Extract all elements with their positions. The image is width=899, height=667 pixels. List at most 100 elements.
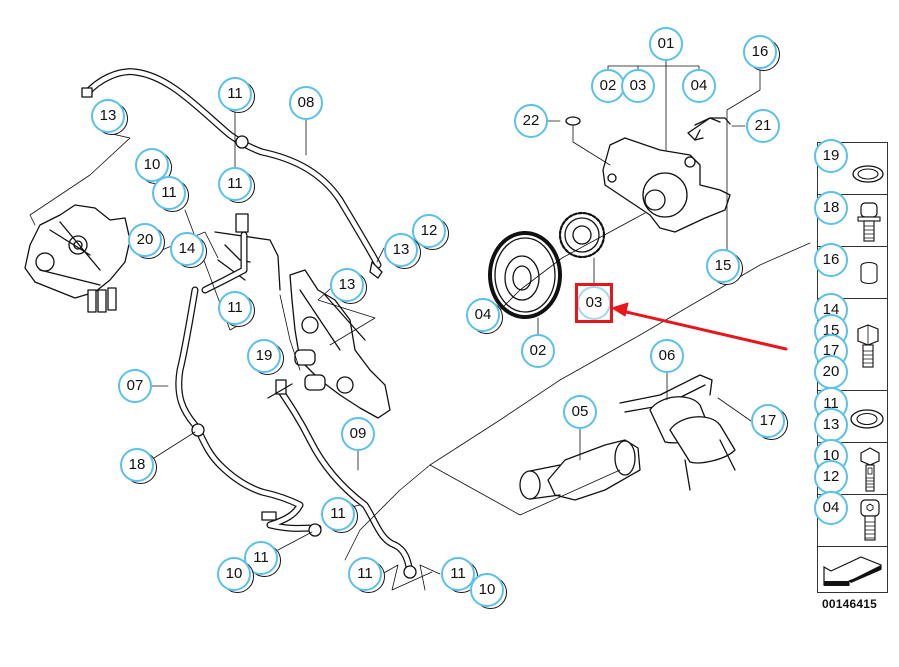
- callout-ring: [247, 339, 281, 373]
- callout-part-02[interactable]: 02: [521, 334, 555, 368]
- legend-callout-12[interactable]: 12: [814, 460, 848, 494]
- callout-number: 16: [751, 43, 769, 60]
- callout-part-13[interactable]: 13: [384, 233, 421, 269]
- callout-part-17[interactable]: 17: [751, 404, 788, 440]
- callout-ring: [650, 339, 684, 373]
- callout-ring: [814, 139, 848, 173]
- legend-row-sealing-ring: [818, 391, 887, 443]
- callout-number: 13: [338, 276, 356, 293]
- vacuum-pump-body: [289, 269, 391, 419]
- callout-number: 04: [822, 499, 840, 516]
- washer-22: [565, 116, 581, 126]
- callout-part-04[interactable]: 04: [682, 69, 716, 103]
- socket-screw-icon: [857, 202, 881, 242]
- callout-part-10[interactable]: 10: [217, 557, 254, 593]
- callout-ring: [814, 491, 848, 525]
- hollow-bolt-icon: [860, 447, 880, 492]
- callout-number: 04: [690, 77, 708, 94]
- bracket-06: [619, 374, 736, 491]
- callout-ring: [348, 557, 382, 591]
- callout-part-07[interactable]: 07: [118, 369, 152, 403]
- callout-number: 11: [823, 395, 839, 412]
- callout-number: 07: [126, 377, 144, 394]
- callout-number: 09: [349, 425, 367, 442]
- callout-part-03[interactable]: 03: [575, 283, 613, 323]
- callout-number: 13: [99, 107, 117, 124]
- callout-part-12[interactable]: 12: [412, 214, 449, 250]
- callout-part-11[interactable]: 11: [348, 557, 385, 593]
- callout-part-01[interactable]: 01: [649, 27, 683, 61]
- legend-callout-20[interactable]: 20: [814, 354, 848, 389]
- legend-row-direction: [818, 547, 887, 593]
- sealing-ring-icon: [850, 409, 884, 429]
- callout-part-08[interactable]: 08: [289, 86, 323, 120]
- callout-part-19[interactable]: 19: [247, 339, 284, 375]
- legend-callout-04[interactable]: 04: [814, 491, 848, 525]
- legend-callout-16[interactable]: 16: [814, 243, 848, 277]
- callout-number: 13: [822, 416, 840, 433]
- callout-ring: [244, 541, 278, 575]
- legend-row-sleeve: [818, 247, 887, 299]
- callout-part-11[interactable]: 11: [218, 167, 255, 203]
- callout-part-22[interactable]: 22: [514, 104, 548, 138]
- callout-part-06[interactable]: 06: [650, 339, 684, 373]
- callout-part-11[interactable]: 11: [152, 176, 189, 212]
- callout-ring: [563, 395, 597, 429]
- callout-number: 04: [474, 306, 492, 323]
- callout-number: 16: [822, 251, 840, 268]
- callout-ring: [814, 243, 848, 277]
- pump-bracket-01: [602, 117, 731, 233]
- callout-part-13[interactable]: 13: [330, 268, 367, 304]
- callout-part-09[interactable]: 09: [341, 417, 375, 451]
- callout-ring: [682, 69, 716, 103]
- callout-part-15[interactable]: 15: [706, 249, 743, 285]
- callout-ring: [521, 334, 555, 368]
- callout-number: 11: [357, 565, 373, 582]
- callout-ring: [706, 249, 740, 283]
- callout-ring: [470, 573, 504, 607]
- callout-ring: [330, 268, 364, 302]
- legend-row-o-ring: [818, 143, 887, 195]
- callout-number: 11: [227, 299, 243, 316]
- callout-ring: [814, 191, 848, 225]
- callout-ring: [591, 69, 625, 103]
- legend-row-hex-bolt: [818, 299, 887, 391]
- legend-callout-19[interactable]: 19: [814, 139, 848, 173]
- callout-ring: [217, 557, 251, 591]
- callout-ring: [218, 77, 252, 111]
- callout-number: 19: [822, 147, 840, 164]
- legend-row-socket-screw-washer: [818, 195, 887, 247]
- callout-number: 10: [478, 581, 496, 598]
- callout-part-20[interactable]: 20: [128, 223, 165, 259]
- callout-part-03[interactable]: 03: [621, 69, 655, 103]
- callout-part-21[interactable]: 21: [746, 109, 780, 143]
- callout-part-11[interactable]: 11: [218, 291, 255, 327]
- callout-number: 11: [330, 505, 346, 522]
- callout-ring: [128, 223, 162, 257]
- callout-ring: [218, 167, 252, 201]
- callout-part-11[interactable]: 11: [321, 497, 358, 533]
- callout-part-04[interactable]: 04: [466, 298, 503, 334]
- callout-number: 11: [253, 549, 269, 566]
- callout-part-10[interactable]: 10: [470, 573, 507, 609]
- callout-part-14[interactable]: 14: [170, 232, 207, 268]
- callout-ring: [289, 86, 323, 120]
- callout-part-13[interactable]: 13: [91, 99, 128, 135]
- filter-05: [519, 439, 641, 501]
- callout-number: 02: [529, 342, 547, 359]
- callout-part-02[interactable]: 02: [591, 69, 625, 103]
- callout-number: 03: [585, 294, 603, 311]
- diagram-number: 00146415: [822, 597, 877, 611]
- legend-callout-13[interactable]: 13: [814, 408, 848, 442]
- callout-part-18[interactable]: 18: [120, 448, 157, 484]
- callout-ring: [120, 448, 154, 482]
- callout-number: 03: [629, 77, 647, 94]
- callout-number: 14: [178, 240, 196, 257]
- callout-ring: [621, 69, 655, 103]
- legend-callout-18[interactable]: 18: [814, 191, 848, 225]
- callout-part-05[interactable]: 05: [563, 395, 597, 429]
- callout-part-11[interactable]: 11: [244, 541, 281, 577]
- callout-part-16[interactable]: 16: [743, 35, 780, 71]
- callout-part-11[interactable]: 11: [218, 77, 255, 113]
